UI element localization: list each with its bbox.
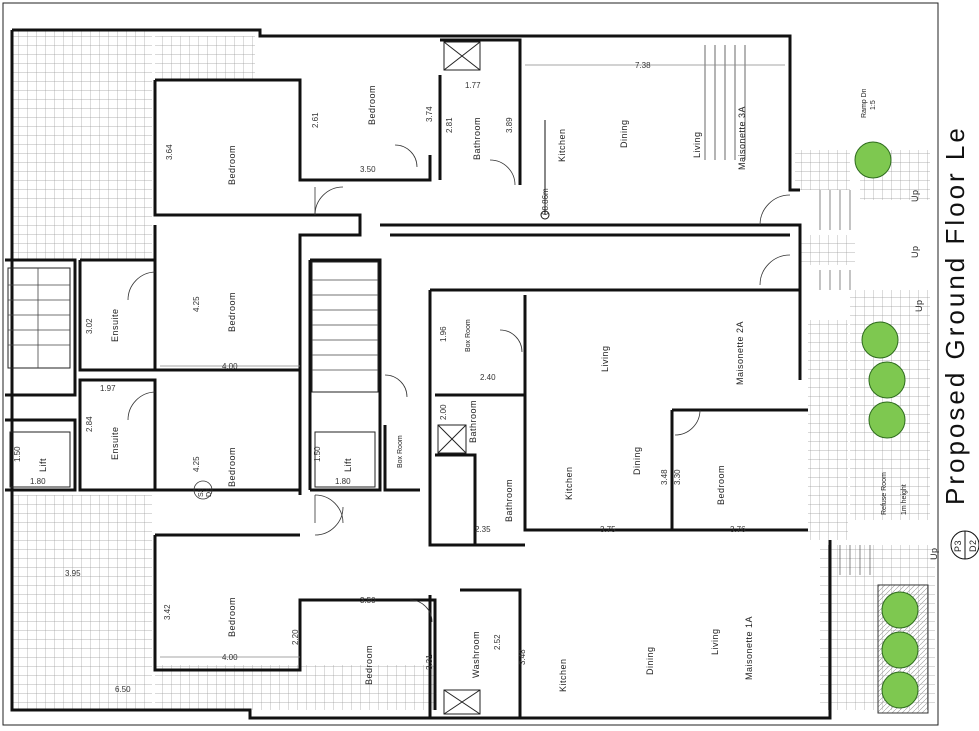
room-label-dining: Dining bbox=[645, 646, 655, 675]
dimension-label: 7.38 bbox=[635, 61, 651, 70]
room-label-washroom: Washroom bbox=[471, 631, 481, 678]
room-label-lift: Lift bbox=[343, 458, 353, 472]
room-label-dining: Dining bbox=[619, 119, 629, 148]
room-label-kitchen: Kitchen bbox=[557, 128, 567, 162]
room-label-ensuite: Ensuite bbox=[110, 426, 120, 460]
dimension-label: 1.80 bbox=[335, 477, 351, 486]
room-label-bedroom: Bedroom bbox=[227, 292, 237, 332]
dimension-label: 2.20 bbox=[291, 629, 300, 645]
up-labels: Up Up Up Up bbox=[910, 189, 939, 560]
room-label-kitchen: Kitchen bbox=[558, 658, 568, 692]
dimension-label: 1.77 bbox=[465, 81, 481, 90]
drawing-number: D2 bbox=[968, 539, 978, 552]
room-label-bedroom: Bedroom bbox=[227, 597, 237, 637]
staircase-center bbox=[311, 261, 379, 393]
room-label-living: Living bbox=[600, 345, 610, 372]
dimension-lines: 7.38 3.89 3.74 2.61 2.81 1.77 3.50 3.64 … bbox=[13, 61, 785, 694]
dimension-label: 3.48 bbox=[518, 649, 527, 665]
section-marker bbox=[193, 480, 213, 500]
dimension-label: 3.50 bbox=[360, 596, 376, 605]
dimension-label: 3.75 bbox=[600, 525, 616, 534]
sheet-border bbox=[2, 2, 939, 726]
staircase-3a bbox=[704, 45, 746, 160]
room-label-bathroom: Bathroom bbox=[472, 117, 482, 160]
room-label-ensuite: Ensuite bbox=[110, 308, 120, 342]
dimension-label: 3.64 bbox=[165, 144, 174, 160]
level-label: 88.86m bbox=[541, 188, 550, 215]
dimension-label: 2.00 bbox=[439, 404, 448, 420]
dimension-label: 1.50 bbox=[313, 446, 322, 462]
lift-shaft-left bbox=[9, 431, 71, 488]
dimension-label: 6.50 bbox=[115, 685, 131, 694]
staircase-left bbox=[7, 267, 71, 369]
ramp-ratio: 1:5 bbox=[870, 100, 877, 110]
room-label-lift: Lift bbox=[38, 458, 48, 472]
sheet-number: P3 bbox=[953, 540, 963, 552]
room-label-bedroom: Bedroom bbox=[227, 447, 237, 487]
dimension-label: 3.48 bbox=[660, 469, 669, 485]
entrance-steps bbox=[819, 190, 871, 575]
dimension-label: 3.95 bbox=[65, 569, 81, 578]
dimension-label: 4.00 bbox=[222, 362, 238, 371]
dimension-label: 4.00 bbox=[222, 653, 238, 662]
room-label-bedroom: Bedroom bbox=[367, 85, 377, 125]
dimension-label: 2.40 bbox=[480, 373, 496, 382]
dimension-label: 3.74 bbox=[425, 106, 434, 122]
dimension-label: 2.84 bbox=[85, 416, 94, 432]
room-label-dining: Dining bbox=[632, 446, 642, 475]
room-label-living: Living bbox=[710, 628, 720, 655]
room-label-maisonette-2a: Maisonette 2A bbox=[735, 321, 745, 385]
up-label: Up bbox=[910, 189, 920, 202]
service-duct bbox=[437, 41, 481, 715]
dimension-label: 4.25 bbox=[192, 456, 201, 472]
dimension-label: 1.97 bbox=[100, 384, 116, 393]
dimension-label: 3.42 bbox=[163, 604, 172, 620]
drawing-title: Proposed Ground Floor Le bbox=[940, 125, 970, 505]
room-label-refuse-room: Refuse Room bbox=[881, 472, 888, 515]
room-label-bathroom: Bathroom bbox=[468, 400, 478, 443]
dimension-label: 3.02 bbox=[85, 318, 94, 334]
lift-shaft-center bbox=[314, 431, 376, 488]
dimension-label: 2.52 bbox=[493, 634, 502, 650]
dimension-label: 1.80 bbox=[30, 477, 46, 486]
dimension-label: 3.30 bbox=[673, 469, 682, 485]
room-label-bathroom: Bathroom bbox=[504, 479, 514, 522]
section-marker-bottom: D5 bbox=[206, 488, 213, 497]
drawing-title-block: Proposed Ground Floor Le P3 D2 bbox=[940, 125, 979, 560]
up-label: Up bbox=[914, 299, 924, 312]
dimension-label: 4.25 bbox=[192, 296, 201, 312]
walls bbox=[5, 28, 832, 720]
section-marker-top: S2 bbox=[198, 488, 205, 497]
refuse-room-height: 1m height bbox=[901, 484, 908, 515]
dimension-label: 3.31 bbox=[425, 654, 434, 670]
dimension-label: 1.50 bbox=[13, 446, 22, 462]
room-label-kitchen: Kitchen bbox=[564, 466, 574, 500]
room-label-box-room: Box Room bbox=[465, 319, 472, 352]
room-label-bedroom: Bedroom bbox=[364, 645, 374, 685]
room-label-maisonette-1a: Maisonette 1A bbox=[744, 616, 754, 680]
up-label: Up bbox=[910, 245, 920, 258]
level-marker: 88.86m bbox=[540, 120, 550, 220]
dimension-label: 2.61 bbox=[311, 112, 320, 128]
dimension-label: 1.96 bbox=[439, 326, 448, 342]
dimension-label: 2.81 bbox=[445, 117, 454, 133]
dimension-label: 3.89 bbox=[505, 117, 514, 133]
room-label-box-room: Box Room bbox=[397, 435, 404, 468]
room-label-bedroom: Bedroom bbox=[716, 465, 726, 505]
room-label-maisonette-3a: Maisonette 3A bbox=[737, 106, 747, 170]
room-label-living: Living bbox=[692, 131, 702, 158]
dimension-label: 3.50 bbox=[360, 165, 376, 174]
room-labels: Bedroom Bedroom Bedroom Bedroom Bedroom … bbox=[38, 85, 908, 692]
room-label-bedroom: Bedroom bbox=[227, 145, 237, 185]
dimension-label: 3.76 bbox=[730, 525, 746, 534]
up-label: Up bbox=[929, 547, 939, 560]
ramp-label: Ramp Dn bbox=[861, 88, 868, 118]
dimension-label: 2.35 bbox=[475, 525, 491, 534]
door-swings bbox=[127, 144, 791, 623]
landscape-trees bbox=[854, 141, 929, 714]
